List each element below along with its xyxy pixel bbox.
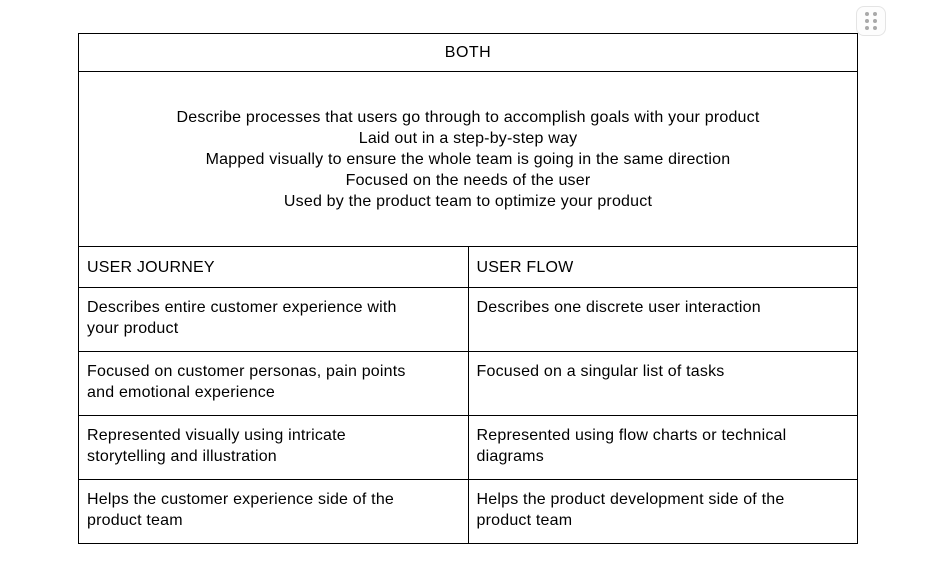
both-line: Used by the product team to optimize you… [283, 192, 653, 210]
user-flow-cell: Helps the product development side of th… [467, 479, 858, 544]
user-flow-cell: Represented using flow charts or technic… [467, 415, 858, 480]
both-line: Describe processes that users go through… [176, 108, 760, 126]
table-row: Describes entire customer experience wit… [78, 287, 858, 352]
table-row: Helps the customer experience side of th… [78, 479, 858, 544]
user-journey-cell: Describes entire customer experience wit… [78, 287, 469, 352]
column-header-user-journey: USER JOURNEY [78, 246, 469, 288]
user-flow-cell: Describes one discrete user interaction [467, 287, 858, 352]
both-line: Laid out in a step-by-step way [358, 129, 578, 147]
both-header-cell: BOTH [78, 33, 858, 72]
comparison-table: BOTH Describe processes that users go th… [78, 33, 858, 544]
user-journey-cell: Focused on customer personas, pain point… [78, 351, 469, 416]
table-row: Focused on customer personas, pain point… [78, 351, 858, 416]
both-header-row: BOTH [78, 33, 858, 72]
drag-handle-button[interactable] [856, 6, 886, 36]
table-row: Represented visually using intricate sto… [78, 415, 858, 480]
user-journey-cell: Represented visually using intricate sto… [78, 415, 469, 480]
both-content-row: Describe processes that users go through… [78, 71, 858, 247]
both-content-cell: Describe processes that users go through… [78, 71, 858, 247]
both-line: Focused on the needs of the user [345, 171, 591, 189]
column-header-row: USER JOURNEY USER FLOW [78, 246, 858, 288]
user-journey-cell: Helps the customer experience side of th… [78, 479, 469, 544]
both-line: Mapped visually to ensure the whole team… [205, 150, 731, 168]
user-flow-cell: Focused on a singular list of tasks [467, 351, 858, 416]
grip-dots-icon [865, 12, 877, 30]
column-header-user-flow: USER FLOW [467, 246, 858, 288]
